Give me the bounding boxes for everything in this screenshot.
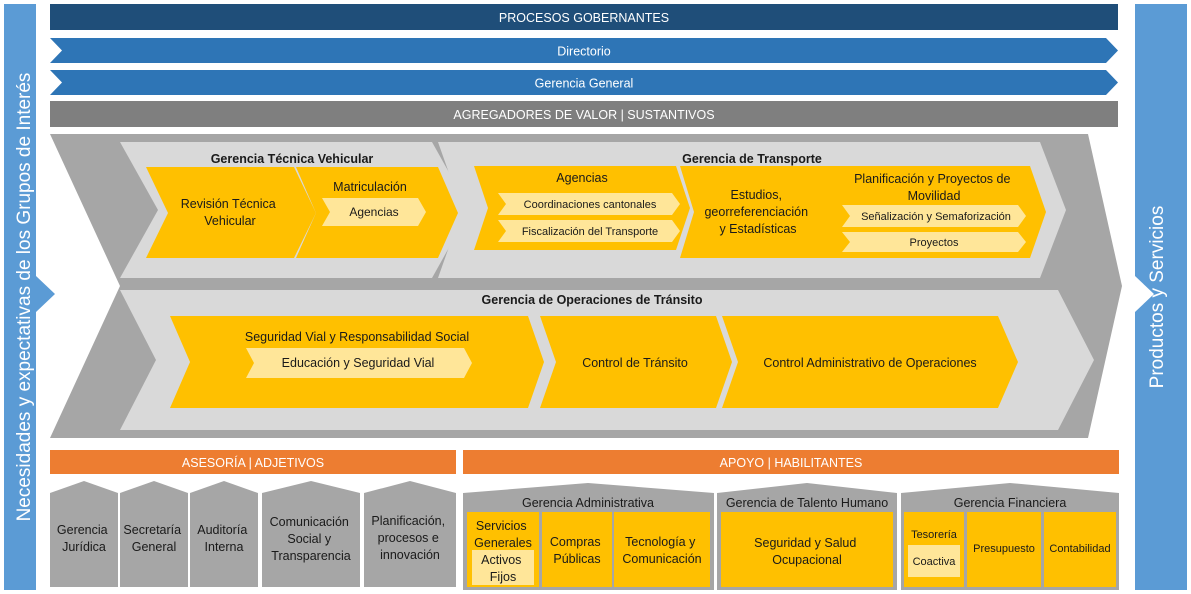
- advisory-comunicacion-label: Comunicación Social y Transparencia: [270, 515, 353, 563]
- revision-label: Revisión Técnica Vehicular: [181, 197, 279, 228]
- estudios-chevron: [680, 166, 842, 258]
- directorio-arrow: [50, 38, 1118, 63]
- coordinaciones-tag: [498, 193, 680, 215]
- senalizacion-label: Señalización y Semaforización: [861, 211, 1011, 223]
- vehicular-title: Gerencia Técnica Vehicular: [211, 152, 374, 166]
- governing-processes-title: PROCESOS GOBERNANTES: [499, 11, 669, 25]
- coactiva-label: Coactiva: [913, 556, 957, 568]
- governing-processes-bar: [50, 4, 1118, 30]
- fiscalizacion-label: Fiscalización del Transporte: [522, 226, 658, 238]
- directorio-label: Directorio: [557, 45, 611, 59]
- advisory-bar: [50, 450, 456, 474]
- advisory-juridica-label: Gerencia Jurídica: [57, 523, 111, 554]
- coordinaciones-label: Coordinaciones cantonales: [524, 199, 657, 211]
- advisory-title: ASESORÍA | ADJETIVOS: [182, 455, 324, 470]
- control-transito-label: Control de Tránsito: [582, 356, 688, 370]
- revision-chevron: [146, 167, 316, 258]
- activos-fijos-label: Activos Fijos: [481, 553, 525, 584]
- administrativa-title: Gerencia Administrativa: [522, 496, 654, 510]
- support-bar: [463, 450, 1119, 474]
- advisory-box-secretaria: [120, 481, 188, 587]
- value-adders-title: AGREGADORES DE VALOR | SUSTANTIVOS: [453, 108, 714, 122]
- estudios-label: Estudios, georreferenciación y Estadísti…: [704, 188, 811, 236]
- advisory-box-comunicacion: [262, 481, 360, 587]
- control-administrativo-label: Control Administrativo de Operaciones: [763, 356, 976, 370]
- seguridad-salud-label: Seguridad y Salud Ocupacional: [754, 536, 860, 567]
- matriculacion-label: Matriculación: [333, 180, 407, 194]
- vehicular-agencias-tag: [322, 198, 426, 226]
- transporte-title: Gerencia de Transporte: [682, 152, 822, 166]
- control-transito-chevron: [540, 316, 732, 408]
- value-adders-bar: [50, 101, 1118, 127]
- left-input-label: Necesidades y expectativas de los Grupos…: [14, 73, 35, 522]
- right-output-label: Productos y Servicios: [1147, 206, 1168, 389]
- fiscalizacion-tag: [498, 220, 680, 242]
- transporte-agencias-label: Agencias: [556, 171, 607, 185]
- gerencia-general-arrow: [50, 70, 1118, 95]
- advisory-box-auditoria: [190, 481, 258, 587]
- coactiva-tag: [908, 545, 960, 577]
- advisory-secretaria-label: Secretaría General: [123, 523, 184, 554]
- proyectos-tag: [842, 232, 1026, 252]
- gerencia-general-label: Gerencia General: [535, 77, 634, 91]
- left-input-arrow: [4, 4, 55, 590]
- vehicular-agencias-label: Agencias: [349, 205, 398, 219]
- advisory-auditoria-label: Auditoría Interna: [197, 523, 251, 554]
- planificacion-movilidad-label: Planificación y Proyectos de Movilidad: [854, 172, 1014, 203]
- advisory-planificacion-label: Planificación, procesos e innovación: [371, 514, 448, 562]
- educacion-label: Educación y Seguridad Vial: [282, 356, 435, 370]
- seguridad-vial-label: Seguridad Vial y Responsabilidad Social: [245, 330, 469, 344]
- compras-publicas-label: Compras Públicas: [550, 535, 604, 566]
- contabilidad-label: Contabilidad: [1049, 543, 1110, 555]
- tecnologia-label: Tecnología y Comunicación: [622, 535, 701, 566]
- talento-title: Gerencia de Talento Humano: [726, 496, 888, 510]
- compras-publicas-box: [542, 512, 612, 587]
- tecnologia-box: [614, 512, 710, 587]
- contabilidad-box: [1044, 512, 1116, 587]
- advisory-box-juridica: [50, 481, 118, 587]
- presupuesto-label: Presupuesto: [973, 543, 1035, 555]
- proyectos-label: Proyectos: [910, 237, 959, 249]
- support-title: APOYO | HABILITANTES: [720, 456, 863, 470]
- activos-fijos-tag: [472, 550, 534, 585]
- tesoreria-label: Tesorería: [911, 529, 958, 541]
- right-output-arrow: [1135, 4, 1187, 590]
- financiera-title: Gerencia Financiera: [954, 496, 1067, 510]
- control-administrativo-chevron: [722, 316, 1018, 408]
- senalizacion-tag: [842, 205, 1026, 227]
- seguridad-salud-box: [721, 512, 893, 587]
- servicios-generales-label: Servicios Generales: [474, 519, 532, 550]
- presupuesto-box: [967, 512, 1041, 587]
- operaciones-title: Gerencia de Operaciones de Tránsito: [482, 293, 703, 307]
- advisory-box-planificacion: [364, 481, 456, 587]
- educacion-tag: [246, 348, 472, 378]
